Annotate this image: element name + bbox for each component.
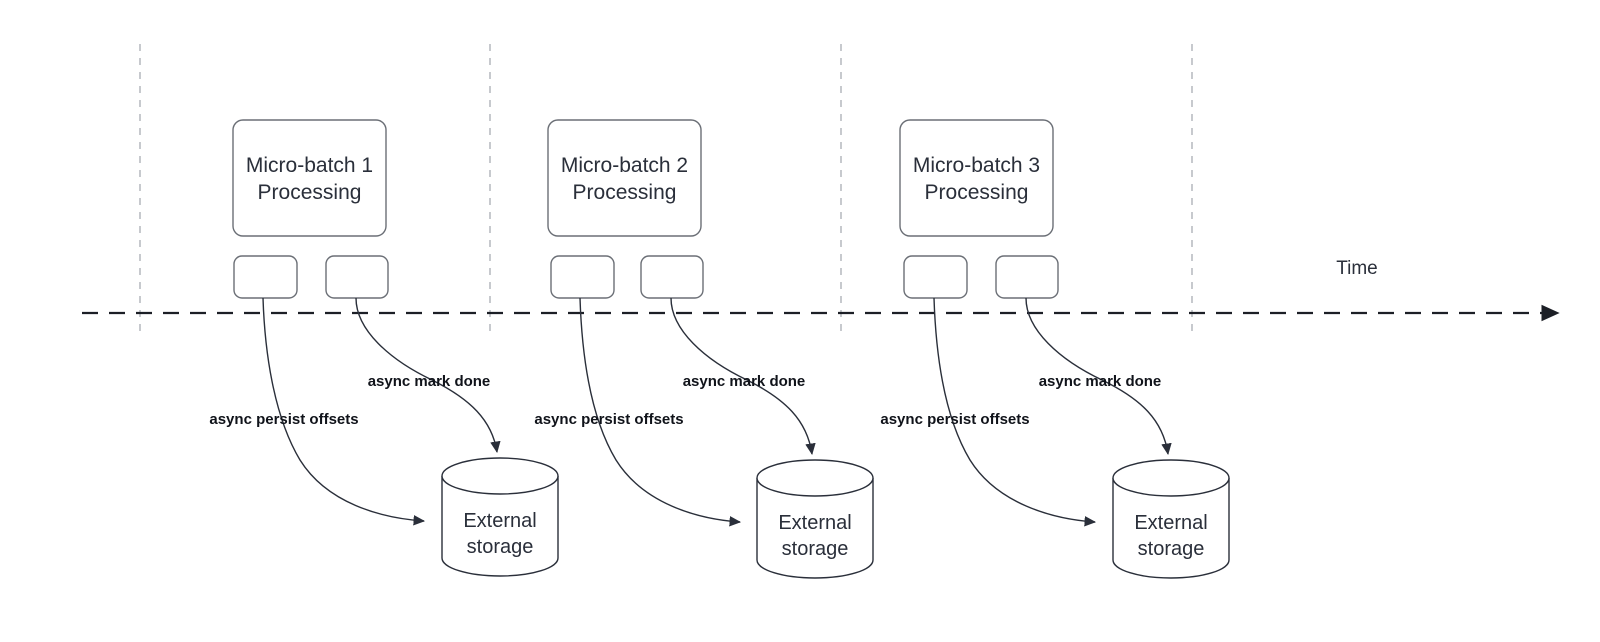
micro-batch-2-box[interactable] [547, 119, 702, 237]
micro-batch-2-label-line1: Micro-batch 2 [561, 154, 688, 177]
edge-mark-done-3 [1025, 297, 1172, 456]
external-storage-2-top [756, 459, 874, 497]
external-storage-3-top [1112, 459, 1230, 497]
group-3: Micro-batch 3 Processing External storag… [880, 119, 1230, 579]
external-storage-1-top [441, 457, 559, 495]
external-storage-3-label-line2: storage [1138, 538, 1205, 560]
micro-batch-1-label-line2: Processing [258, 181, 362, 204]
external-storage-3[interactable]: External storage [1112, 459, 1230, 579]
external-storage-2-body [756, 478, 874, 579]
micro-batch-3-task-box-a[interactable] [903, 255, 968, 299]
micro-batch-1-task-box-b[interactable] [325, 255, 389, 299]
external-storage-1[interactable]: External storage [441, 457, 559, 577]
edge-mark-done-2 [670, 297, 816, 456]
micro-batch-2-task-box-b[interactable] [640, 255, 704, 299]
edge-persist-offsets-3-label: async persist offsets [880, 411, 1029, 428]
edge-mark-done-3-label: async mark done [1039, 373, 1162, 390]
micro-batch-3-box[interactable] [899, 119, 1054, 237]
group-1: Micro-batch 1 Processing External storag… [209, 119, 559, 577]
edge-persist-offsets-1-label: async persist offsets [209, 411, 358, 428]
edge-persist-offsets-2-label: async persist offsets [534, 411, 683, 428]
external-storage-2-label-line1: External [778, 512, 851, 534]
timeline-dividers [139, 44, 1193, 338]
edge-persist-offsets-2 [579, 297, 742, 527]
external-storage-1-label-line1: External [463, 510, 536, 532]
edge-mark-done-2-label: async mark done [683, 373, 806, 390]
edge-mark-done-1 [355, 297, 501, 454]
external-storage-3-label-line1: External [1134, 512, 1207, 534]
micro-batch-1-task-box-a[interactable] [233, 255, 298, 299]
group-2: Micro-batch 2 Processing External storag… [534, 119, 874, 579]
external-storage-1-label-line2: storage [467, 536, 534, 558]
edge-mark-done-1-label: async mark done [368, 373, 491, 390]
micro-batch-1-label-line1: Micro-batch 1 [246, 154, 373, 177]
micro-batch-2-task-box-a[interactable] [550, 255, 615, 299]
micro-batch-2-label-line2: Processing [573, 181, 677, 204]
external-storage-2-label-line2: storage [782, 538, 849, 560]
micro-batch-3-label-line1: Micro-batch 3 [913, 154, 1040, 177]
edge-persist-offsets-1 [262, 297, 426, 526]
external-storage-2[interactable]: External storage [756, 459, 874, 579]
micro-batch-3-task-box-b[interactable] [995, 255, 1059, 299]
external-storage-1-body [441, 476, 559, 577]
edge-persist-offsets-3 [933, 297, 1097, 527]
micro-batch-1-box[interactable] [232, 119, 387, 237]
micro-batch-3-label-line2: Processing [925, 181, 1029, 204]
external-storage-3-body [1112, 478, 1230, 579]
time-axis-label: Time [1336, 258, 1378, 279]
